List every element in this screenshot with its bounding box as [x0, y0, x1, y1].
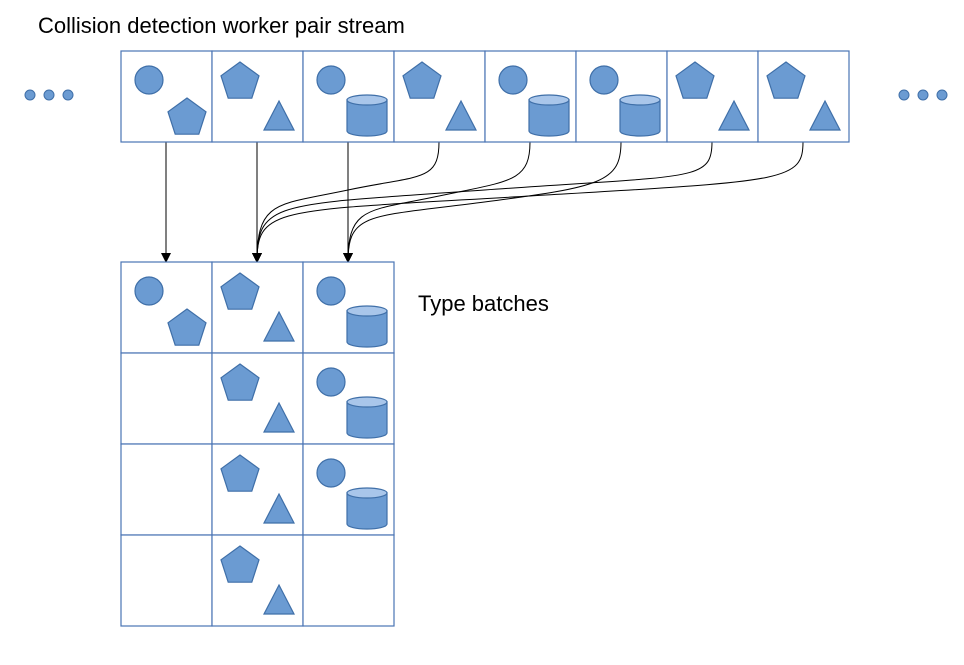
- batch-cell: [211, 443, 304, 536]
- batch-cell: [120, 534, 213, 627]
- ellipsis-dot: [24, 89, 36, 101]
- triangle-icon: [263, 99, 295, 131]
- batch-cell: [211, 534, 304, 627]
- circle-icon: [316, 65, 346, 95]
- cylinder-icon: [346, 396, 388, 439]
- triangle-icon: [263, 401, 295, 433]
- pentagon-icon: [220, 545, 260, 583]
- pentagon-icon: [167, 97, 207, 135]
- triangle-icon: [445, 99, 477, 131]
- stream-cell: [393, 50, 486, 143]
- connection-arrow: [252, 141, 804, 263]
- circle-icon: [316, 458, 346, 488]
- circle-icon: [134, 276, 164, 306]
- connection-arrows: [161, 141, 804, 263]
- cylinder-body: [528, 99, 570, 137]
- pentagon-icon: [220, 454, 260, 492]
- pentagon-icon: [766, 61, 806, 99]
- triangle-icon: [263, 492, 295, 524]
- right-ellipsis-icon: [898, 89, 948, 101]
- batch-cell: [211, 352, 304, 445]
- cylinder-body: [346, 310, 388, 348]
- pentagon-icon: [167, 308, 207, 346]
- circle-icon: [498, 65, 528, 95]
- batch-cell: [302, 261, 395, 354]
- cylinder-icon: [528, 94, 570, 137]
- stream-cell: [484, 50, 577, 143]
- stream-cell: [302, 50, 395, 143]
- cylinder-top: [346, 487, 388, 499]
- stream-cell: [666, 50, 759, 143]
- cylinder-icon: [346, 305, 388, 348]
- batch-cell-border: [120, 443, 213, 536]
- ellipsis-dot: [898, 89, 910, 101]
- circle-icon: [134, 65, 164, 95]
- batch-cell: [120, 443, 213, 536]
- cylinder-body: [346, 492, 388, 530]
- left-ellipsis-icon: [24, 89, 74, 101]
- triangle-icon: [718, 99, 750, 131]
- pentagon-icon: [220, 272, 260, 310]
- stream-cell: [120, 50, 213, 143]
- triangle-icon: [263, 310, 295, 342]
- batch-cell: [302, 352, 395, 445]
- ellipsis-dot: [936, 89, 948, 101]
- pentagon-icon: [220, 61, 260, 99]
- connection-arrow: [343, 141, 531, 263]
- type-batches-label: Type batches: [418, 291, 549, 316]
- batch-cell-border: [302, 534, 395, 627]
- cylinder-icon: [619, 94, 661, 137]
- batch-cell-border: [120, 352, 213, 445]
- pentagon-icon: [402, 61, 442, 99]
- connection-arrow: [343, 141, 622, 263]
- cylinder-top: [346, 94, 388, 106]
- cylinder-icon: [346, 94, 388, 137]
- cylinder-body: [346, 401, 388, 439]
- cylinder-top: [528, 94, 570, 106]
- stream-cell: [757, 50, 850, 143]
- ellipsis-dot: [917, 89, 929, 101]
- diagram-title: Collision detection worker pair stream: [38, 13, 405, 38]
- ellipsis-dot: [62, 89, 74, 101]
- pentagon-icon: [220, 363, 260, 401]
- batch-cell: [302, 443, 395, 536]
- stream-cell: [211, 50, 304, 143]
- circle-icon: [589, 65, 619, 95]
- cylinder-icon: [346, 487, 388, 530]
- triangle-icon: [263, 583, 295, 615]
- connection-arrow: [252, 141, 440, 263]
- batch-cell-border: [120, 534, 213, 627]
- batch-cell: [120, 352, 213, 445]
- cylinder-top: [619, 94, 661, 106]
- stream-cell: [575, 50, 668, 143]
- pentagon-icon: [675, 61, 715, 99]
- batch-cell: [120, 261, 213, 354]
- connection-arrow: [252, 141, 713, 263]
- type-batch-grid: [120, 261, 395, 627]
- cylinder-body: [619, 99, 661, 137]
- ellipsis-dot: [43, 89, 55, 101]
- cylinder-top: [346, 305, 388, 317]
- batch-cell: [302, 534, 395, 627]
- pair-stream-row: [120, 50, 850, 143]
- cylinder-top: [346, 396, 388, 408]
- circle-icon: [316, 276, 346, 306]
- batch-cell: [211, 261, 304, 354]
- cylinder-body: [346, 99, 388, 137]
- circle-icon: [316, 367, 346, 397]
- triangle-icon: [809, 99, 841, 131]
